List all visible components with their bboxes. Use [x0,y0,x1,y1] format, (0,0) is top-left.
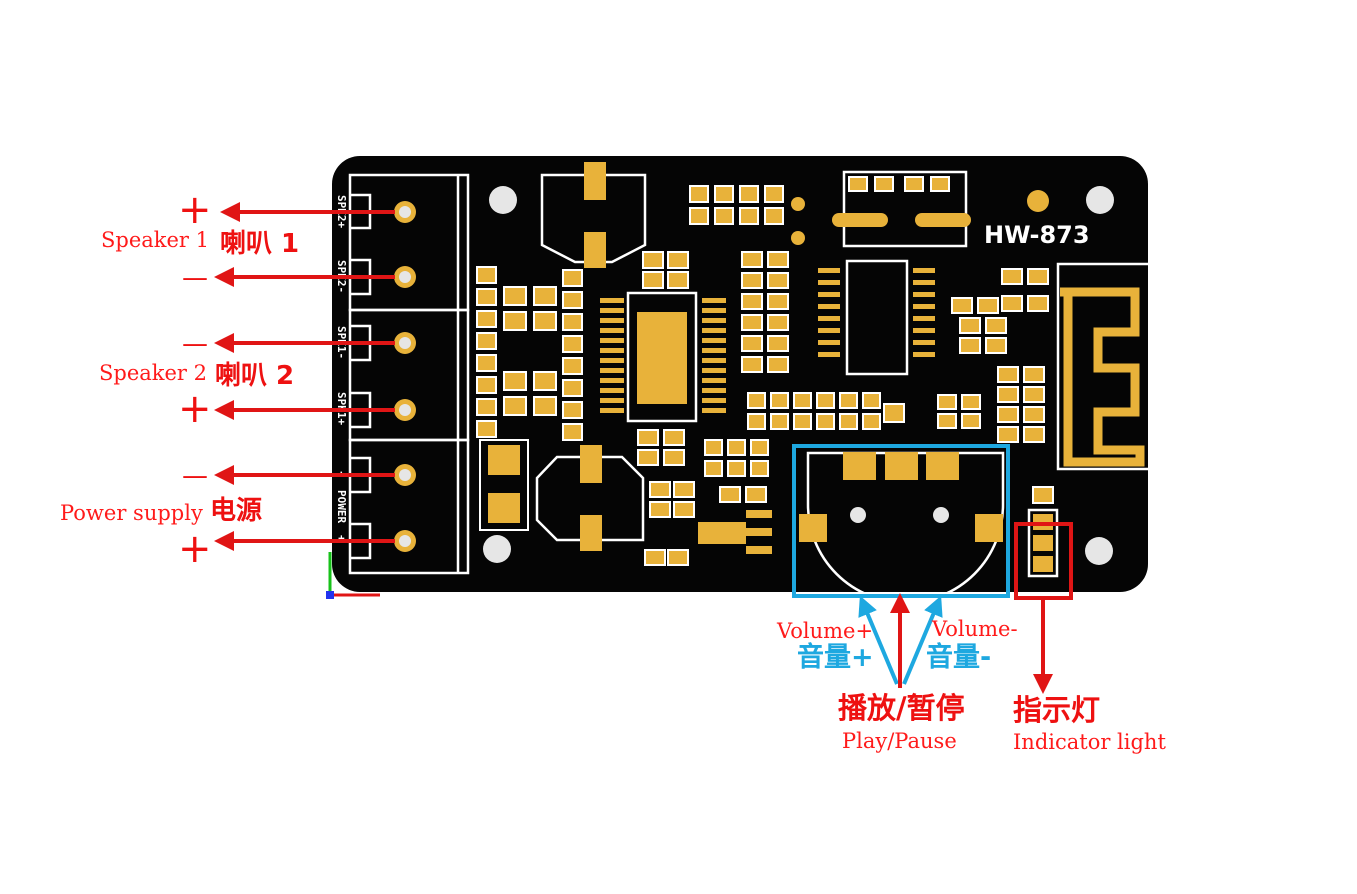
speaker1-label-en: Speaker 1 [101,228,210,252]
speaker1-minus-sign: — [182,263,208,293]
power-label-cn: 电源 [210,496,263,526]
play-pause-label-en: Play/Pause [842,729,957,753]
crystal [832,170,971,248]
power-plus-sign: + [178,526,212,572]
volume-minus-label-cn: 音量- [926,642,992,673]
speaker1-plus-sign: + [178,187,212,233]
bt-ic [818,259,935,376]
smd-pads-lower [637,429,769,566]
smd-pads-top [642,185,784,289]
smd-pads-mid [741,251,881,430]
indicator-label-cn: 指示灯 [1013,693,1101,727]
board-model: HW-873 [984,221,1090,249]
mounting-holes [483,186,1114,565]
speaker2-plus-sign: + [178,386,212,432]
button-arrows [858,593,943,688]
bt-antenna [1060,287,1145,467]
axis-marker [326,552,380,599]
terminal-arrows [214,202,395,551]
amp-ic [626,291,698,423]
buttons-region [799,451,1005,604]
smd-pads-right [883,268,1049,443]
cap-left [488,445,520,523]
silk-power: POWER [335,490,348,523]
play-pause-label-cn: 播放/暂停 [838,691,965,725]
power-minus-sign: — [182,461,208,491]
power-label-en: Power supply [60,501,203,525]
speaker1-label-cn: 喇叭 1 [220,229,300,259]
speaker2-minus-sign: — [182,329,208,359]
indicator-label-en: Indicator light [1013,730,1166,754]
volume-plus-label-cn: 音量+ [797,642,874,673]
terminal-pads [394,201,416,552]
speaker2-label-en: Speaker 2 [99,361,208,385]
silk-power-plus: + [335,535,348,542]
volume-plus-label-en: Volume+ [777,619,874,643]
volume-minus-label-en: Volume- [932,617,1018,641]
speaker2-label-cn: 喇叭 2 [215,361,295,391]
smd-pads-left [476,266,583,441]
